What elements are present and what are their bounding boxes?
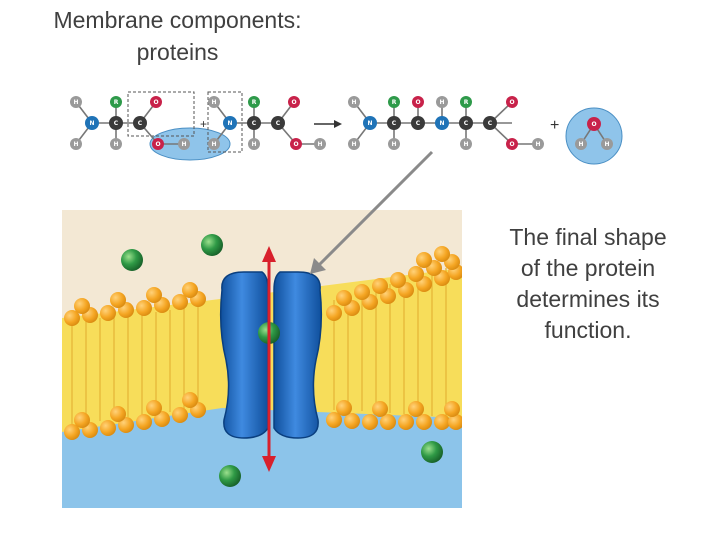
svg-text:H: H [113, 141, 118, 148]
svg-text:H: H [351, 141, 356, 148]
amino-acid-molecule-1: H H N C R H C O O H [70, 96, 190, 150]
svg-text:C: C [392, 120, 397, 127]
plus-sign-large: + [550, 117, 559, 134]
svg-text:R: R [392, 99, 397, 106]
green-solute [121, 249, 143, 271]
slide-title: Membrane components: proteins [0, 4, 355, 68]
caption-line-1: The final shape [509, 224, 667, 250]
title-line-1: Membrane components: [53, 7, 302, 33]
svg-text:O: O [509, 99, 514, 106]
svg-text:O: O [591, 121, 596, 128]
svg-text:C: C [416, 120, 421, 127]
title-line-2: proteins [136, 39, 219, 65]
svg-text:H: H [391, 141, 396, 148]
svg-text:O: O [293, 141, 298, 148]
peptide-bond-reaction-diagram: H H N C R H C O O H + H H N C R H C O O … [62, 74, 630, 202]
svg-text:O: O [155, 141, 160, 148]
svg-text:C: C [114, 120, 119, 127]
svg-text:C: C [464, 120, 469, 127]
svg-text:C: C [138, 120, 143, 127]
green-solute [219, 465, 241, 487]
svg-text:H: H [181, 141, 186, 148]
lipid-heads-top [64, 246, 462, 326]
svg-text:H: H [251, 141, 256, 148]
plus-sign-small: + [200, 117, 207, 131]
svg-text:R: R [114, 99, 119, 106]
svg-text:H: H [211, 141, 216, 148]
svg-text:H: H [351, 99, 356, 106]
extracellular-region [62, 405, 462, 508]
caption-line-2: of the protein [520, 255, 656, 281]
svg-text:O: O [153, 99, 158, 106]
svg-text:H: H [73, 99, 78, 106]
svg-text:N: N [367, 120, 372, 127]
transport-arrow-icon [262, 246, 276, 472]
svg-text:O: O [291, 99, 296, 106]
svg-text:H: H [535, 141, 540, 148]
svg-text:H: H [439, 99, 444, 106]
caption-line-3: determines its [516, 286, 660, 312]
svg-text:C: C [276, 120, 281, 127]
svg-text:O: O [509, 141, 514, 148]
svg-text:H: H [578, 141, 583, 148]
amino-acid-molecule-2: H H N C R H C O O H [208, 96, 326, 150]
reaction-arrow-icon [314, 120, 342, 128]
membrane-channel-diagram [62, 210, 462, 508]
svg-text:H: H [317, 141, 322, 148]
svg-text:O: O [415, 99, 420, 106]
caption-line-4: function. [544, 317, 632, 343]
lipid-heads-bottom [64, 392, 462, 440]
explanation-caption: The final shape of the protein determine… [478, 222, 698, 346]
svg-text:H: H [211, 99, 216, 106]
svg-text:H: H [463, 141, 468, 148]
svg-text:R: R [464, 99, 469, 106]
svg-text:C: C [252, 120, 257, 127]
svg-text:R: R [252, 99, 257, 106]
svg-text:C: C [488, 120, 493, 127]
svg-text:N: N [439, 120, 444, 127]
carboxyl-group-box [127, 91, 195, 137]
svg-text:N: N [227, 120, 232, 127]
svg-text:H: H [73, 141, 78, 148]
green-solute [201, 234, 223, 256]
svg-text:H: H [604, 141, 609, 148]
dipeptide-molecule: H H N C R H C O N H C R H C O O H [348, 96, 544, 150]
svg-text:N: N [89, 120, 94, 127]
green-solute [421, 441, 443, 463]
channel-protein [219, 271, 323, 439]
water-molecule-icon: O H H [565, 107, 623, 165]
amino-group-box [207, 91, 243, 153]
